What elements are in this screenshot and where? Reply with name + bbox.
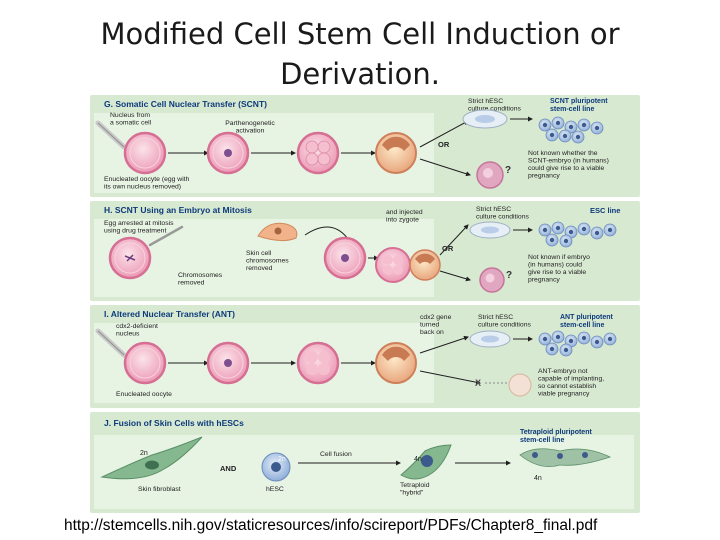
arrested-egg-icon [108,236,152,280]
cell-fusion-label: Cell fusion [320,451,352,458]
panel-i-heading: I. Altered Nuclear Transfer (ANT) [104,309,235,319]
i-blastocyst-icon [375,342,417,384]
ploidy-2n-hesc: 2n [278,456,286,463]
panel-g-or-label: OR [438,140,450,149]
panel-g-heading: G. Somatic Cell Nuclear Transfer (SCNT) [104,99,267,109]
tetraploid-stem-cell-cluster-icon [519,448,612,468]
i-culture-dish-icon [469,330,511,348]
h-cleavage-embryo-icon [375,247,411,283]
h-blastocyst-icon [409,249,441,281]
i-activated-oocyte-icon [206,341,250,385]
panel-i-x-mark: X [475,378,481,388]
ploidy-4n-stem-line: 4n [534,475,542,482]
i-enucleated-label: Enucleated oocyte [116,391,172,398]
hesc-label: hESC [266,486,284,493]
panel-g-question-mark: ? [505,165,511,176]
ploidy-2n-fibroblast: 2n [140,450,148,457]
i-ant-embryo-icon [508,373,532,397]
culture-dish-icon [462,109,508,129]
panel-j-heading: J. Fusion of Skin Cells with hESCs [104,418,244,428]
cleavage-embryo-icon [296,131,340,175]
panel-h-question-mark: ? [506,270,512,281]
panel-h-heading: H. SCNT Using an Embryo at Mitosis [104,205,252,215]
needle-icon [148,225,184,247]
tetraploid-hybrid-label: Tetraploid"hybrid" [400,482,430,497]
ploidy-4n-hybrid: 4n [414,456,422,463]
slide-title-line-2: Derivation. [280,57,440,91]
blastocyst-icon [375,132,417,174]
slide-title: Modified Cell Stem Cell Induction or Der… [0,14,720,94]
panel-h-result-label: ESC line [590,206,620,215]
hesc-cell-icon [261,452,291,482]
h-culture-dish-icon [469,221,511,239]
skin-fibroblast-label: Skin fibroblast [138,486,181,493]
i-enucleated-oocyte-icon [123,341,167,385]
tetraploid-hybrid-icon [400,444,452,480]
and-label: AND [220,464,237,473]
injected-zygote-icon [323,236,367,280]
enucleated-oocyte-icon [123,131,167,175]
source-url: http://stemcells.nih.gov/staticresources… [64,517,598,534]
implanted-embryo-icon [476,161,504,189]
panel-h-or-label: OR [442,244,454,253]
skin-cell-icon [257,222,298,242]
h-implanted-embryo-icon [479,267,505,293]
stem-cell-derivation-figure: G. Somatic Cell Nuclear Transfer (SCNT) … [90,95,640,513]
skin-fibroblast-icon [100,436,203,480]
slide-title-line-1: Modified Cell Stem Cell Induction or [100,17,620,51]
activated-oocyte-icon [206,131,250,175]
i-cleavage-embryo-icon [296,341,340,385]
